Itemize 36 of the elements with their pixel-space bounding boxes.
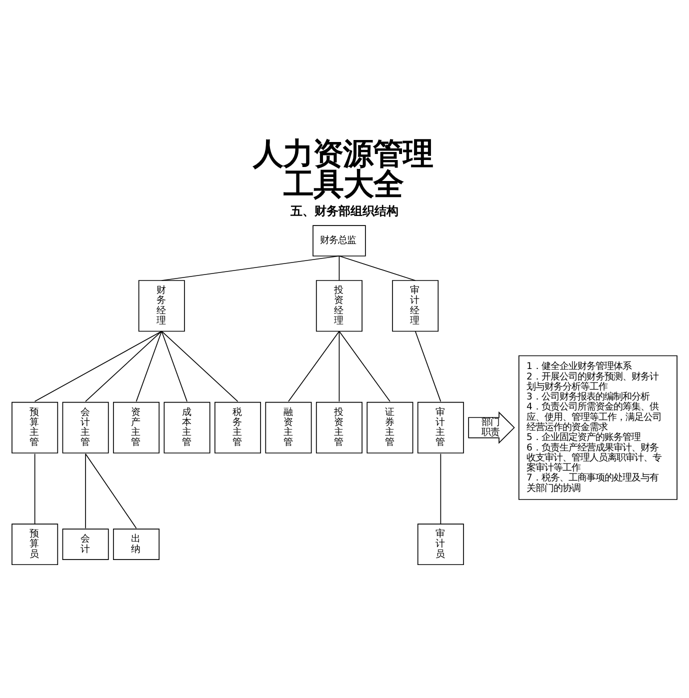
node-box: 会计主管 <box>62 402 109 454</box>
node-box: 资产主管 <box>113 402 160 454</box>
connector <box>440 453 442 524</box>
node-box: 投资经理 <box>316 280 362 332</box>
connector <box>338 256 416 281</box>
node-box: 审计员 <box>417 524 464 566</box>
connector <box>161 330 238 402</box>
connector <box>85 453 86 529</box>
node-box: 预算主管 <box>12 402 58 454</box>
node-box: 投资主管 <box>316 402 362 454</box>
connector <box>338 330 340 402</box>
node-box: 融资主管 <box>265 402 312 454</box>
connector <box>136 330 162 402</box>
connector <box>34 453 36 524</box>
connector <box>161 330 188 402</box>
connector <box>288 330 340 402</box>
node-box: 出纳 <box>113 528 160 560</box>
node-box: 审计经理 <box>392 280 439 332</box>
node-box: 审计主管 <box>417 402 464 454</box>
caption: 五、财务部组织结构 <box>290 204 398 218</box>
connector <box>338 256 340 281</box>
connector <box>85 330 162 402</box>
node-box: 预算员 <box>12 524 58 566</box>
connector <box>34 330 162 402</box>
connector <box>414 330 442 402</box>
node-box: 会计 <box>62 528 109 560</box>
node-box: 财务总监 <box>312 225 366 256</box>
connector <box>161 256 340 281</box>
node-box: 税务主管 <box>214 402 261 454</box>
node-box: 成本主管 <box>164 402 210 454</box>
node-box: 1．健全企业财务管理体系 2．开展公司的财务预测、财务计划与财务分析等工作 3．公司财务报表的编制和分析 4．负责公司所需资金的筹集、供应、使用、管理等工作，满足公司经营运作的资金需求 5．企业固定资产的账务管理 6．负责生产经营成果审计、财务收支审计、管理人员离职审计、专案审计等工作 7．税务、工商事项的处理及与有关部门的协调 <box>518 355 678 500</box>
connector <box>338 330 390 402</box>
diagram-title: 人力资源管理工具大全 <box>253 136 434 203</box>
connector <box>85 453 137 529</box>
node-box: 财务经理 <box>138 280 185 332</box>
node-box: 证券主管 <box>366 402 414 454</box>
